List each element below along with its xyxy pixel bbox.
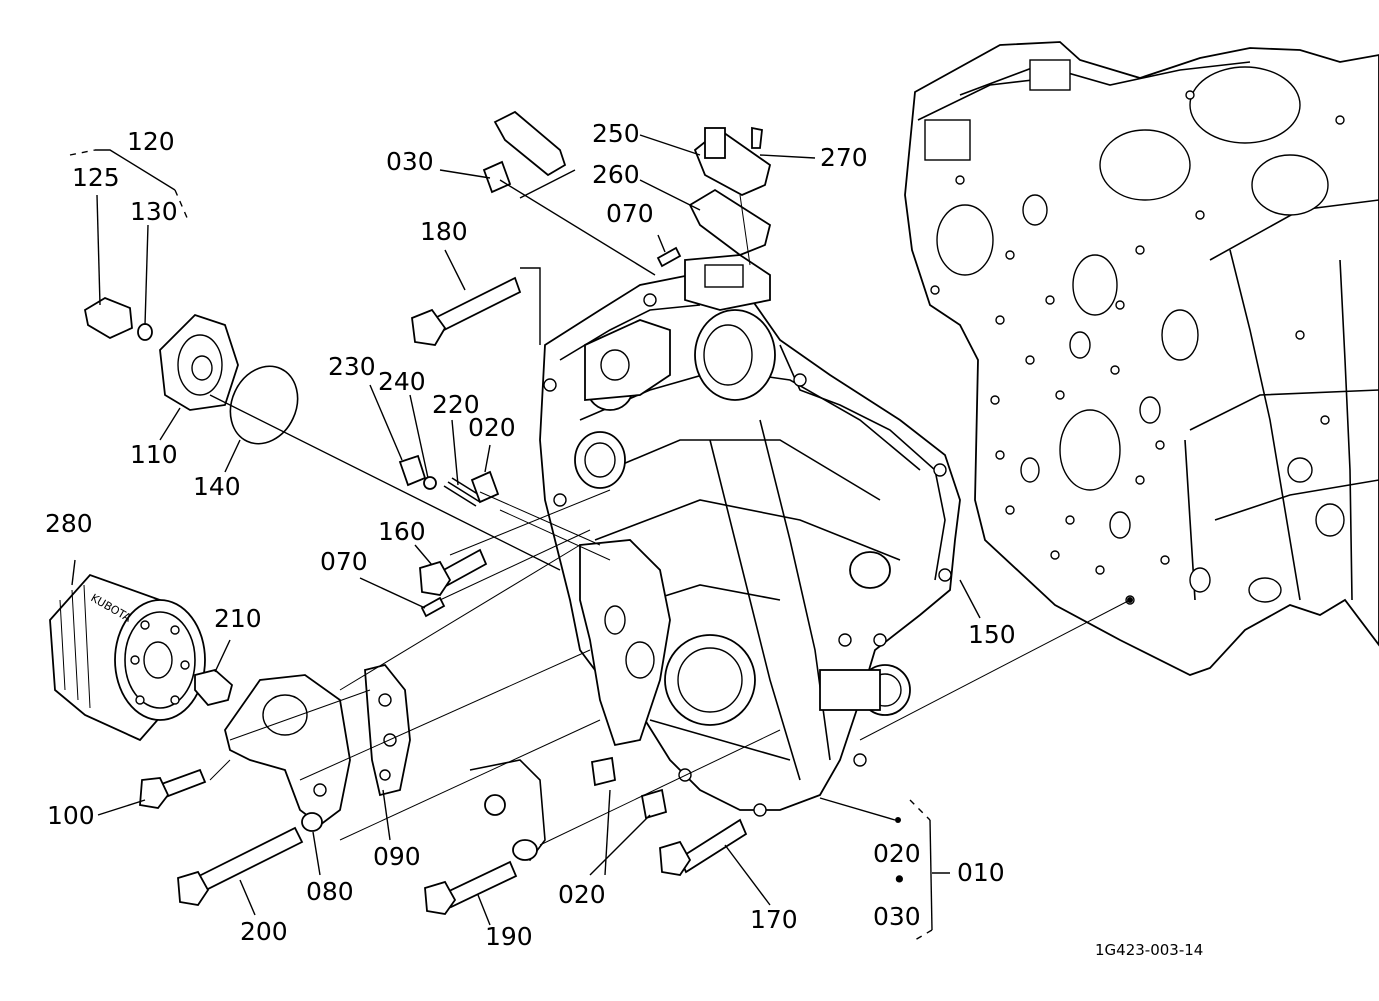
label-010: 010	[957, 858, 1005, 887]
label-240: 240	[378, 367, 426, 396]
bolt-100	[139, 768, 207, 809]
label-130: 130	[130, 197, 178, 226]
label-070-top: 070	[606, 199, 654, 228]
bolt-170	[659, 818, 748, 876]
label-250: 250	[592, 119, 640, 148]
plug-125	[83, 296, 133, 340]
label-190: 190	[485, 922, 533, 951]
label-260: 260	[592, 160, 640, 189]
o-ring-140	[229, 365, 299, 445]
label-270: 270	[820, 143, 868, 172]
idler-bracket	[469, 759, 546, 862]
bolt-180	[411, 276, 522, 346]
valve-parts	[398, 160, 512, 507]
bolt-160	[419, 548, 488, 596]
label-125: 125	[72, 163, 120, 192]
washer-080	[301, 812, 323, 832]
oil-filter: KUBOTA	[49, 573, 206, 742]
o-ring-130	[137, 323, 153, 341]
label-200: 200	[240, 917, 288, 946]
gasket-260	[688, 188, 772, 257]
label-230: 230	[328, 352, 376, 381]
flange-250	[693, 126, 772, 196]
fitting-top	[493, 110, 567, 177]
label-180: 180	[420, 217, 468, 246]
label-020-bottom: 020	[558, 880, 606, 909]
label-070-mid: 070	[320, 547, 368, 576]
drawing-code: 1G423-003-14	[1095, 941, 1203, 959]
label-110: 110	[130, 440, 178, 469]
label-170: 170	[750, 905, 798, 934]
label-140: 140	[193, 472, 241, 501]
label-220: 220	[432, 390, 480, 419]
gear-case	[539, 254, 961, 817]
leader-lines	[69, 134, 1133, 941]
label-280: 280	[45, 509, 93, 538]
plugs-020	[590, 756, 668, 820]
label-020-set: 020	[873, 839, 921, 868]
label-100: 100	[47, 801, 95, 830]
label-120: 120	[127, 127, 175, 156]
label-090: 090	[373, 842, 421, 871]
nipple-210	[194, 669, 234, 707]
label-020-top: 020	[468, 413, 516, 442]
label-210: 210	[214, 604, 262, 633]
bolt-190	[424, 860, 518, 915]
label-030-set: 030	[873, 902, 921, 931]
engine-block	[904, 41, 1379, 676]
part-labels: 120 125 130 110 140 280 210 100 200 080 …	[45, 119, 1203, 959]
label-160: 160	[378, 517, 426, 546]
assembly-dot: •	[892, 865, 907, 894]
cover-110	[159, 313, 239, 411]
label-150: 150	[968, 620, 1016, 649]
pin-070	[420, 246, 682, 618]
gasket-090	[364, 663, 411, 797]
filter-bracket	[224, 674, 351, 827]
bolt-200	[177, 826, 304, 906]
label-030-top: 030	[386, 147, 434, 176]
label-080: 080	[306, 877, 354, 906]
